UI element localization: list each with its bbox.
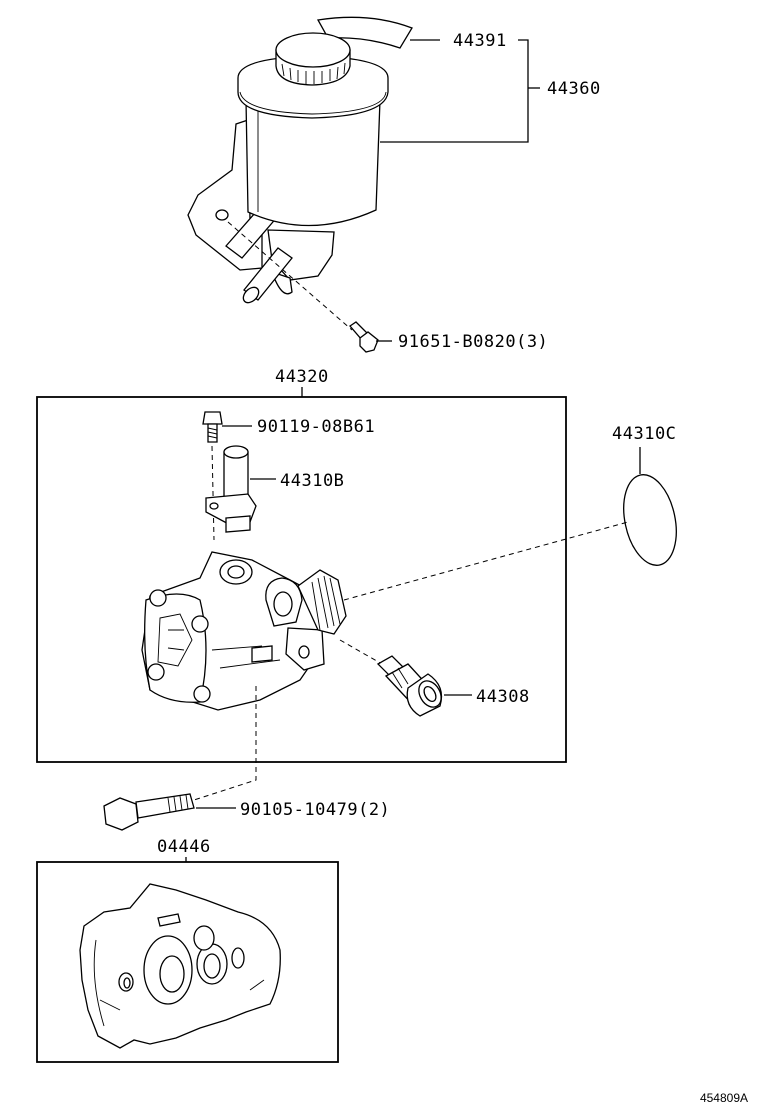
union-fitting-part[interactable] xyxy=(205,445,257,533)
label-90105-10479[interactable]: 90105-10479(2) xyxy=(240,800,390,820)
label-90119-08b61[interactable]: 90119-08B61 xyxy=(257,417,375,437)
pump-mount-bolt-part[interactable] xyxy=(103,793,195,831)
pump-top-bolt-part[interactable] xyxy=(202,411,223,443)
label-44310c[interactable]: 44310C xyxy=(612,424,676,444)
gasket-kit-frame xyxy=(36,861,339,1063)
reservoir-bolt-part[interactable] xyxy=(349,321,379,353)
reservoir-tank-part[interactable] xyxy=(187,32,389,306)
pump-assembly-frame xyxy=(36,396,567,763)
gasket-kit-part[interactable] xyxy=(79,883,281,1049)
flow-control-valve-part[interactable] xyxy=(376,655,446,717)
label-44308[interactable]: 44308 xyxy=(476,687,530,707)
power-steering-pump-part[interactable] xyxy=(141,551,347,711)
oring-part[interactable] xyxy=(616,470,684,570)
label-44360[interactable]: 44360 xyxy=(547,79,601,99)
reservoir-cap-seal-part[interactable] xyxy=(316,16,413,49)
illustration-reference-code: 454809A xyxy=(700,1091,748,1105)
label-44320[interactable]: 44320 xyxy=(275,367,329,387)
label-44391[interactable]: 44391 xyxy=(453,31,507,51)
label-91651-b0820[interactable]: 91651-B0820(3) xyxy=(398,332,548,352)
label-44310b[interactable]: 44310B xyxy=(280,471,344,491)
label-04446[interactable]: 04446 xyxy=(157,837,211,857)
